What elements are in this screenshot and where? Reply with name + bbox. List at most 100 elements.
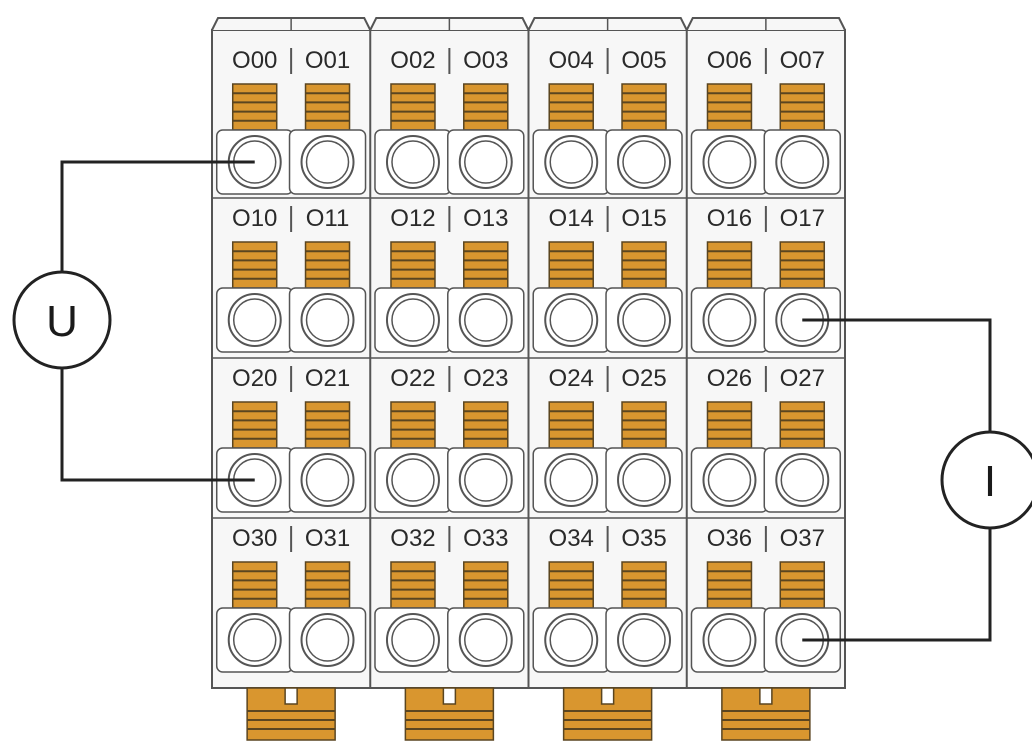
- terminal-label: O04: [549, 47, 594, 74]
- terminal-label: O35: [621, 525, 666, 552]
- terminal-label: O32: [390, 525, 435, 552]
- terminal-label: O11: [306, 205, 350, 232]
- terminal: O06: [690, 47, 769, 195]
- terminal-clamp: [463, 83, 509, 131]
- terminal: O05: [605, 47, 683, 195]
- terminal-label: O31: [305, 525, 350, 552]
- terminal: O25: [605, 365, 683, 513]
- terminal-label: O24: [549, 365, 594, 392]
- terminal-opening-inner: [391, 298, 435, 342]
- terminal: O24: [532, 365, 610, 513]
- terminal-opening-inner: [549, 140, 593, 184]
- terminal-opening-inner: [622, 458, 666, 502]
- terminal-label: O30: [232, 525, 277, 552]
- terminal-clamp: [390, 561, 436, 609]
- terminal: O21: [288, 365, 367, 513]
- terminal-opening-inner: [232, 618, 277, 662]
- terminal-clamp: [706, 401, 753, 449]
- terminal-clamp: [463, 561, 509, 609]
- terminal-clamp: [390, 83, 436, 131]
- measurement-wires: [60, 160, 992, 642]
- terminal: O03: [447, 47, 525, 195]
- terminal-clamp: [548, 401, 594, 449]
- terminal-clamp: [779, 241, 826, 289]
- terminal-clamp: [390, 241, 436, 289]
- terminal-opening-inner: [549, 618, 593, 662]
- terminal-clamp: [231, 83, 278, 131]
- bottom-clamp-slot: [442, 687, 457, 705]
- bottom-clamp: [404, 687, 495, 741]
- terminal: O15: [605, 205, 683, 353]
- terminal-label: O00: [232, 47, 277, 74]
- terminal-opening-inner: [780, 458, 825, 502]
- terminal-opening-inner: [780, 140, 825, 184]
- terminal-clamp: [779, 83, 826, 131]
- terminal-clamp: [463, 241, 509, 289]
- terminal-clamp: [304, 241, 351, 289]
- terminal-opening-inner: [305, 618, 350, 662]
- terminal-opening-inner: [707, 298, 752, 342]
- terminal-label: O07: [780, 47, 825, 74]
- voltmeter-wire-bottom: [60, 368, 255, 482]
- ammeter-symbol: I: [940, 430, 1032, 530]
- terminal: O34: [532, 525, 610, 673]
- terminal-label: O22: [390, 365, 435, 392]
- terminal-label: O10: [232, 205, 277, 232]
- terminal-clamp: [548, 561, 594, 609]
- terminal: O07: [763, 47, 842, 195]
- terminal-clamp: [231, 401, 278, 449]
- bottom-clamp: [562, 687, 653, 741]
- terminal-opening-inner: [305, 298, 350, 342]
- terminal-opening-inner: [707, 140, 752, 184]
- terminal: O11: [288, 205, 367, 353]
- terminal-opening-inner: [464, 140, 508, 184]
- terminal: O30: [215, 525, 294, 673]
- terminal-label: O16: [707, 205, 752, 232]
- terminal: O35: [605, 525, 683, 673]
- terminal: O02: [374, 47, 452, 195]
- terminal-label: O06: [707, 47, 752, 74]
- measurement-meters: U I: [12, 270, 1032, 530]
- terminal-label: O03: [463, 47, 508, 74]
- terminal-clamp: [548, 241, 594, 289]
- bottom-connector-clamps: [246, 687, 811, 741]
- terminal: O20: [215, 365, 294, 513]
- terminal-opening-inner: [549, 298, 593, 342]
- terminal-label: O15: [621, 205, 666, 232]
- terminal: O16: [690, 205, 769, 353]
- terminal: O22: [374, 365, 452, 513]
- terminal-opening-inner: [622, 140, 666, 184]
- terminal-clamp: [390, 401, 436, 449]
- terminal-clamp: [463, 401, 509, 449]
- terminal-label: O05: [621, 47, 666, 74]
- terminal-label: O25: [621, 365, 666, 392]
- terminal-clamp: [779, 401, 826, 449]
- terminal-opening-inner: [391, 140, 435, 184]
- terminal-clamp: [621, 401, 667, 449]
- terminal-label: O02: [390, 47, 435, 74]
- ammeter-label: I: [984, 457, 996, 506]
- terminal-label: O34: [549, 525, 594, 552]
- voltmeter-symbol: U: [12, 270, 112, 370]
- bottom-clamp-slot: [759, 687, 773, 705]
- bottom-clamp-slot: [284, 687, 298, 705]
- terminal-opening-inner: [305, 458, 350, 502]
- terminal-label: O01: [305, 47, 350, 74]
- terminal-opening-inner: [622, 618, 666, 662]
- terminal-clamp: [231, 561, 278, 609]
- terminal-label: O17: [780, 205, 825, 232]
- terminal-opening-inner: [464, 298, 508, 342]
- terminal-clamp: [304, 401, 351, 449]
- terminal: O01: [288, 47, 367, 195]
- terminal-label: O13: [463, 205, 508, 232]
- terminal-clamp: [304, 561, 351, 609]
- terminal-label: O26: [707, 365, 752, 392]
- terminal-opening-inner: [391, 618, 435, 662]
- voltmeter-label: U: [46, 297, 78, 346]
- terminal-label: O20: [232, 365, 277, 392]
- terminal-label: O23: [463, 365, 508, 392]
- terminal-label: O37: [780, 525, 825, 552]
- ammeter-wire-top: [802, 318, 992, 432]
- terminal-opening-inner: [464, 618, 508, 662]
